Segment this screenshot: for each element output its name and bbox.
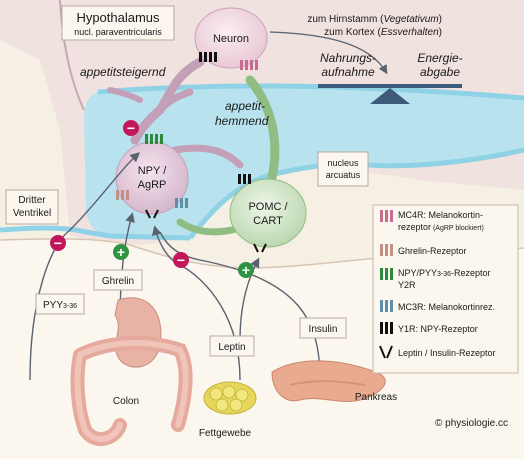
- pyy-label: PYY3-36: [43, 300, 77, 311]
- mc4r-receptor-icon: [380, 210, 393, 222]
- svg-text:Y1R: NPY-Rezeptor: Y1R: NPY-Rezeptor: [398, 324, 478, 334]
- svg-text:−: −: [177, 252, 185, 268]
- mc3r-receptor-icon: [175, 198, 188, 208]
- mc4r-receptor-icon: [240, 60, 258, 70]
- y1r-receptor-icon: [199, 52, 217, 62]
- pomc-axon-to-npy: [176, 218, 244, 236]
- svg-text:MC4R: Melanokortin-: MC4R: Melanokortin-: [398, 210, 483, 220]
- svg-text:Leptin / Insulin-Rezeptor: Leptin / Insulin-Rezeptor: [398, 348, 496, 358]
- mc3r-receptor-icon: [380, 300, 393, 312]
- balance-right-label-2: abgabe: [420, 65, 460, 79]
- colon-label: Colon: [113, 396, 139, 407]
- svg-text:MC3R: Melanokortinrez.: MC3R: Melanokortinrez.: [398, 302, 495, 312]
- legend-item-ghrelin: Ghrelin-Rezeptor: [380, 244, 467, 256]
- anorexigenic-label-1: appetit-: [225, 99, 265, 113]
- svg-text:−: −: [127, 120, 135, 136]
- insulin-box: [299, 317, 347, 339]
- legend-item-mc4r: MC4R: Melanokortin- rezeptor (AgRP block…: [380, 210, 484, 232]
- ventricle-label-2: Ventrikel: [13, 208, 51, 219]
- svg-text:NPY/PYY3-36-Rezeptor: NPY/PYY3-36-Rezeptor: [398, 268, 491, 278]
- ventricle-box: [5, 189, 59, 225]
- ventricle-wall-top: [97, 83, 524, 101]
- leptin-box: [209, 335, 255, 357]
- nucleus-label-2: arcuatus: [326, 170, 361, 180]
- balance-right-label-1: Energie-: [417, 51, 462, 65]
- target-neuron: [194, 7, 268, 69]
- activate-sign-leptin-insulin: +: [238, 262, 254, 278]
- fat-label: Fettgewebe: [199, 428, 252, 439]
- pomc-label-2: CART: [253, 215, 283, 227]
- leptin-insulin-receptor-icon: [379, 345, 393, 359]
- npy-label-2: AgRP: [138, 179, 167, 191]
- svg-text:Ghrelin-Rezeptor: Ghrelin-Rezeptor: [398, 246, 467, 256]
- colon-illustration: [70, 336, 193, 446]
- anorexigenic-label-2: hemmend: [215, 114, 269, 128]
- activate-sign-ghrelin: +: [113, 244, 129, 260]
- nucleus-box: [317, 151, 369, 187]
- inhibit-sign-leptin-insulin: −: [173, 252, 189, 268]
- ghrelin-receptor-icon: [116, 190, 129, 200]
- legend-item-leptin-insulin: Leptin / Insulin-Rezeptor: [379, 345, 496, 359]
- neuron-label: Neuron: [213, 33, 249, 45]
- balance-left-label-1: Nahrungs-: [320, 51, 376, 65]
- legend-item-mc3r: MC3R: Melanokortinrez.: [380, 300, 495, 312]
- y1r-receptor-icon: [380, 322, 393, 334]
- npy-axon-to-pomc: [171, 144, 244, 169]
- hypothalamus-box: [61, 5, 175, 41]
- pancreas-illustration: [271, 360, 386, 402]
- insulin-label: Insulin: [309, 324, 338, 335]
- credit: © physiologie.cc: [435, 418, 508, 429]
- nucleus-label-1: nucleus: [327, 158, 359, 168]
- pomc-label-1: POMC /: [248, 201, 288, 213]
- csf-region: [84, 85, 524, 238]
- pancreas-label: Pankreas: [355, 392, 397, 403]
- pyy-pathway: [29, 152, 141, 381]
- pomc-axon-to-neuron: [245, 75, 280, 190]
- leptin-label: Leptin: [218, 342, 245, 353]
- target-cortex: zum Kortex (Essverhalten): [324, 27, 442, 38]
- leptin-to-pomc-pathway: [239, 257, 260, 341]
- legend-item-y1r: Y1R: NPY-Rezeptor: [380, 322, 478, 334]
- pomc-cart-neuron: [229, 178, 307, 248]
- inhibit-sign-pyy: −: [50, 235, 66, 251]
- ghrelin-label: Ghrelin: [102, 276, 134, 287]
- target-brainstem: zum Hirnstamm (Vegetativum): [307, 14, 442, 25]
- pomc-leptin-insulin-receptor-icon: [253, 243, 267, 253]
- ghrelin-box: [93, 269, 143, 291]
- inhibit-sign-orexigenic: −: [123, 120, 139, 136]
- balance-left-label-2: aufnahme: [321, 65, 375, 79]
- svg-text:+: +: [117, 244, 125, 260]
- ventricle-label-1: Dritter: [18, 195, 46, 206]
- y2r-receptor-icon: [380, 268, 393, 280]
- balance-scale-icon: [318, 84, 462, 104]
- hypothalamus-subtitle: nucl. paraventricularis: [74, 27, 162, 37]
- svg-text:−: −: [54, 235, 62, 251]
- hypothalamus-title: Hypothalamus: [76, 10, 160, 25]
- legend-box: [372, 204, 519, 374]
- output-arrow: [269, 31, 388, 75]
- npy-label-1: NPY /: [138, 165, 167, 177]
- orexigenic-label: appetitsteigernd: [80, 65, 166, 79]
- pyy-box: [35, 293, 85, 315]
- pomc-y1r-receptor-icon: [238, 174, 251, 184]
- svg-text:+: +: [242, 262, 250, 278]
- svg-text:Y2R: Y2R: [398, 280, 416, 290]
- ghrelin-receptor-icon: [380, 244, 393, 256]
- fat-tissue-illustration: [203, 381, 257, 415]
- npy-leptin-insulin-receptor-icon: [145, 209, 159, 219]
- y2r-receptor-icon: [145, 134, 163, 144]
- svg-text:rezeptor (AgRP blockiert): rezeptor (AgRP blockiert): [398, 222, 484, 232]
- legend-item-y2r: NPY/PYY3-36-Rezeptor Y2R: [380, 268, 491, 290]
